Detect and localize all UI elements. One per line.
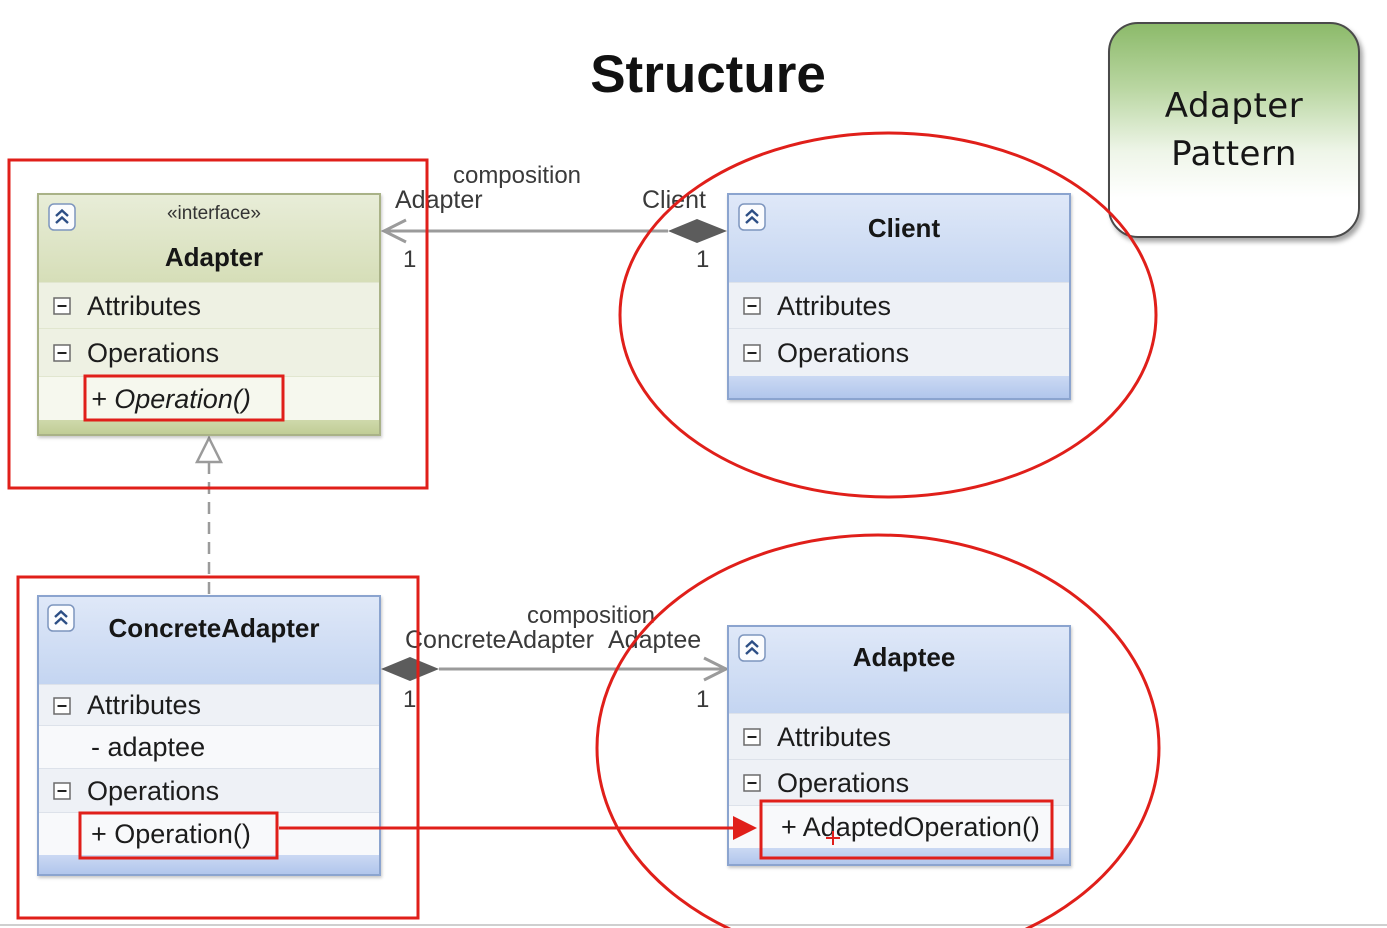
operation-item[interactable]: + Operation() (39, 376, 379, 421)
role-label: ConcreteAdapter (405, 626, 595, 654)
minus-icon[interactable] (53, 696, 71, 715)
attributes-section[interactable]: Attributes (729, 713, 1069, 760)
minus-icon[interactable] (743, 297, 761, 315)
operation-item[interactable]: + AdaptedOperation() (729, 805, 1069, 849)
class-client[interactable]: Client Attributes Operations (727, 193, 1071, 400)
operation-item[interactable]: + Operation() (39, 812, 379, 856)
attributes-label: Attributes (87, 291, 202, 321)
badge-line-2: Pattern (1171, 134, 1297, 174)
attribute-item[interactable]: - adaptee (39, 725, 379, 769)
minus-icon[interactable] (743, 344, 761, 362)
minus-icon[interactable] (53, 344, 71, 362)
pattern-badge: Adapter Pattern (1108, 22, 1360, 238)
class-header: «interface» Adapter (39, 195, 379, 282)
realization-triangle-icon (194, 435, 224, 464)
operation-text: + Operation() (91, 819, 251, 849)
operations-label: Operations (777, 338, 910, 368)
attributes-label: Attributes (777, 722, 892, 752)
bottom-divider (0, 924, 1387, 926)
role-label: Client (642, 186, 706, 214)
operations-label: Operations (87, 776, 220, 806)
operations-section[interactable]: Operations (39, 328, 379, 377)
composition-diamond-icon (381, 657, 439, 681)
multiplicity-label: 1 (403, 246, 417, 273)
minus-icon[interactable] (53, 782, 71, 800)
badge-line-1: Adapter (1164, 86, 1304, 126)
class-name: ConcreteAdapter (108, 613, 320, 643)
attributes-label: Attributes (777, 291, 892, 321)
class-name: Adaptee (852, 642, 956, 672)
class-footer-bar (39, 420, 379, 434)
class-adaptee[interactable]: Adaptee Attributes Operations + AdaptedO… (727, 625, 1071, 866)
composition-diamond-icon (668, 219, 727, 243)
class-footer-bar (729, 848, 1069, 864)
operations-section[interactable]: Operations (39, 768, 379, 813)
role-label: Adapter (395, 186, 483, 214)
class-footer-bar (729, 376, 1069, 398)
association-label: composition (452, 162, 582, 189)
class-stereotype: «interface» (166, 203, 261, 224)
class-concrete-adapter[interactable]: ConcreteAdapter Attributes - adaptee Ope… (37, 595, 381, 876)
operation-text: + Operation() (91, 384, 251, 414)
operation-text: + AdaptedOperation() (781, 812, 1040, 842)
attributes-section[interactable]: Attributes (39, 282, 379, 329)
attributes-section[interactable]: Attributes (39, 684, 379, 726)
class-adapter[interactable]: «interface» Adapter Attributes Operation… (37, 193, 381, 436)
page-title: Structure (590, 45, 826, 104)
class-name: Adapter (164, 242, 264, 272)
multiplicity-label: 1 (696, 686, 710, 713)
operations-section[interactable]: Operations (729, 759, 1069, 806)
class-name: Client (867, 213, 941, 243)
class-footer-bar (39, 855, 379, 874)
attribute-text: - adaptee (91, 732, 206, 762)
class-header: ConcreteAdapter (39, 597, 379, 684)
attributes-section[interactable]: Attributes (729, 282, 1069, 329)
class-header: Adaptee (729, 627, 1069, 713)
attributes-label: Attributes (87, 690, 202, 720)
minus-icon[interactable] (743, 728, 761, 746)
minus-icon[interactable] (743, 774, 761, 792)
multiplicity-label: 1 (403, 686, 417, 713)
operations-section[interactable]: Operations (729, 328, 1069, 377)
class-header: Client (729, 195, 1069, 282)
operations-label: Operations (777, 768, 910, 798)
minus-icon[interactable] (53, 297, 71, 315)
role-label: Adaptee (608, 626, 702, 654)
operations-label: Operations (87, 338, 220, 368)
multiplicity-label: 1 (696, 246, 710, 273)
